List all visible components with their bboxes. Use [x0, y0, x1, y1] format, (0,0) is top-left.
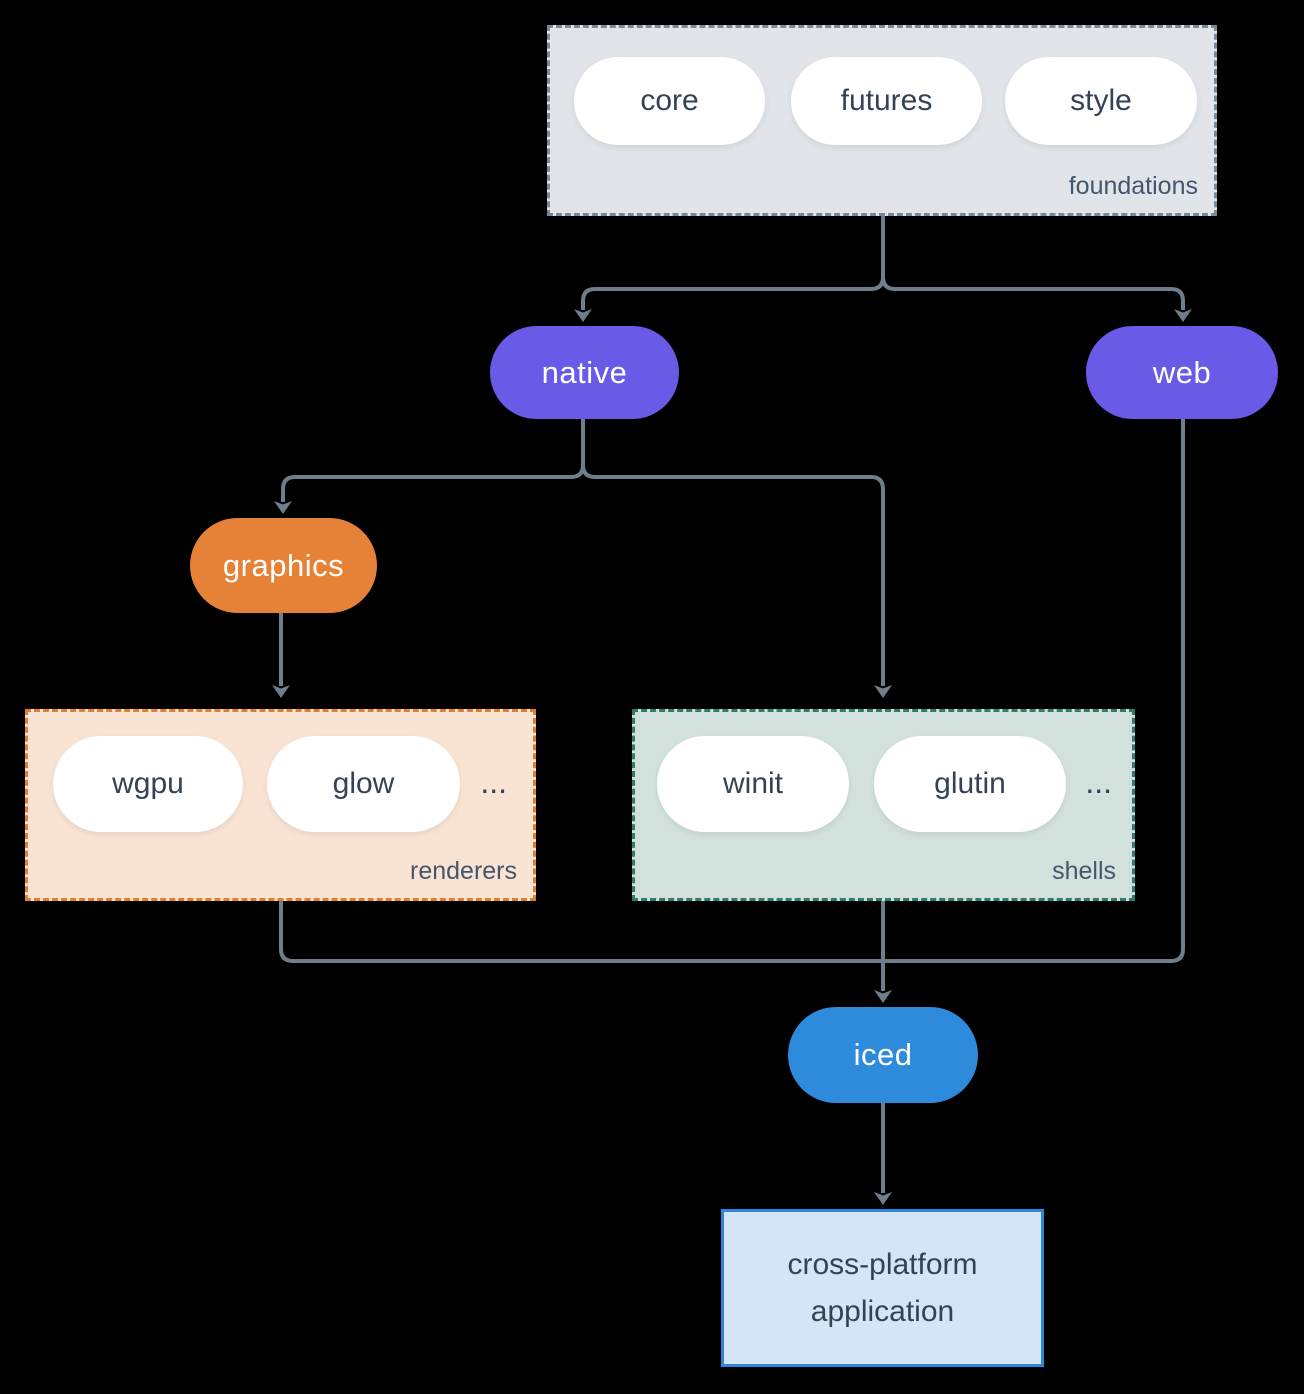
foundations-group-label: foundations: [1068, 172, 1198, 200]
node-graphics: graphics: [190, 518, 377, 613]
node-web: web: [1086, 326, 1278, 419]
node-wgpu: wgpu: [53, 736, 243, 832]
renderers-group-label: renderers: [410, 857, 517, 885]
shells-group-box: winit glutin ... shells: [632, 709, 1135, 901]
app-label-line1: cross-platform: [787, 1248, 978, 1281]
node-style: style: [1005, 57, 1197, 145]
node-native: native: [490, 326, 679, 419]
node-glow: glow: [267, 736, 460, 832]
app-label-line2: application: [810, 1295, 955, 1328]
node-winit: winit: [657, 736, 849, 832]
node-futures: futures: [791, 57, 982, 145]
foundations-group-box: core futures style foundations: [547, 25, 1217, 216]
node-glutin: glutin: [874, 736, 1066, 832]
node-iced: iced: [788, 1007, 978, 1103]
renderers-group-box: wgpu glow ... renderers: [25, 709, 536, 901]
shells-ellipsis: ...: [1085, 764, 1112, 800]
renderers-ellipsis: ...: [480, 764, 507, 800]
node-core: core: [574, 57, 765, 145]
shells-group-label: shells: [1052, 857, 1116, 885]
cross-platform-application-box: cross-platform application: [721, 1209, 1044, 1367]
